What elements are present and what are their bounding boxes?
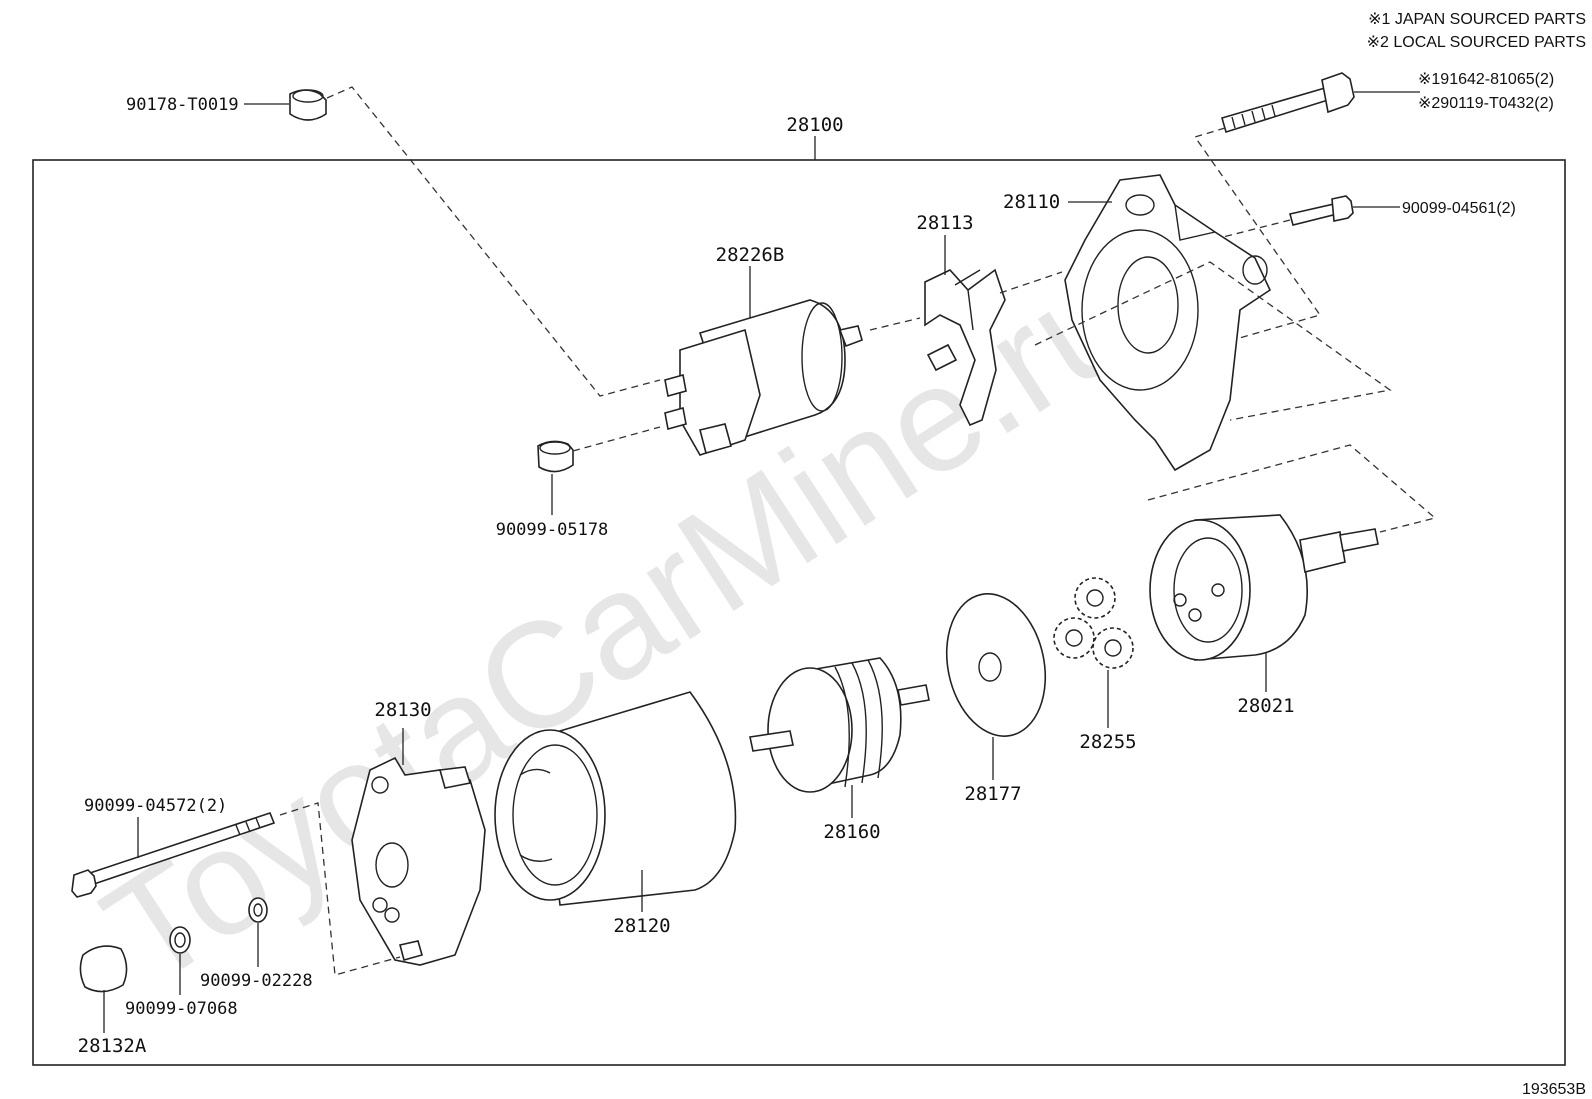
nut-90178-T0019[interactable] [289,89,327,121]
dash-clutch [1147,444,1437,533]
small-bolt-90099-04561[interactable] [1289,195,1354,226]
planetary-gears-28255[interactable] [1053,577,1134,669]
label-28132A[interactable]: 28132A [78,1035,147,1057]
label-28021[interactable]: 28021 [1237,695,1294,717]
assembly-frame [32,159,1566,1066]
label-28113[interactable]: 28113 [916,212,973,234]
label-90099-04561[interactable]: 90099-04561(2) [1402,200,1516,217]
note-japan-sourced: ※1 JAPAN SOURCED PARTS [1368,11,1586,28]
label-28226B[interactable]: 28226B [716,244,785,266]
label-28255[interactable]: 28255 [1079,731,1136,753]
label-28177[interactable]: 28177 [964,783,1021,805]
label-bolt-local[interactable]: ※290119-T0432(2) [1418,95,1554,112]
diagram-code: 193653B [1522,1081,1586,1098]
assembly-number[interactable]: 28100 [786,114,843,136]
solenoid-28226B[interactable] [664,299,863,456]
ring-90099-07068[interactable] [169,926,191,954]
label-90178-T0019[interactable]: 90178-T0019 [126,95,239,115]
nut-90099-05178[interactable] [537,440,574,473]
label-28160[interactable]: 28160 [823,821,880,843]
dash-nut-05178 [572,426,661,452]
dash-housing [1034,261,1392,421]
end-cap-28132A[interactable] [79,945,128,993]
label-90099-05178[interactable]: 90099-05178 [496,520,609,540]
drive-housing-28110[interactable] [1064,174,1272,472]
drive-lever-28113[interactable] [924,268,1006,427]
label-90099-02228[interactable]: 90099-02228 [200,971,313,991]
through-bolt-90099-04572[interactable] [71,812,276,898]
label-bolt-japan[interactable]: ※191642-81065(2) [1418,71,1554,88]
armature-28160[interactable] [749,657,930,793]
end-frame-28130[interactable] [351,756,486,966]
dash-end-frame [279,802,401,976]
label-28130[interactable]: 28130 [374,699,431,721]
washer-disk-28177[interactable] [934,585,1058,746]
label-28120[interactable]: 28120 [613,915,670,937]
washer-90099-02228[interactable] [248,897,268,923]
label-28110[interactable]: 28110 [1003,191,1060,213]
note-local-sourced: ※2 LOCAL SOURCED PARTS [1367,34,1586,51]
dash-lever [869,271,1063,331]
dash-nut-to-solenoid [326,86,661,397]
dash-long-bolt [1193,127,1322,346]
starter-clutch-28021[interactable] [1149,514,1379,661]
yoke-28120[interactable] [494,691,737,906]
label-90099-07068[interactable]: 90099-07068 [125,999,238,1019]
label-90099-04572[interactable]: 90099-04572(2) [84,796,227,816]
long-bolt-91642[interactable] [1221,72,1355,134]
dash-small-bolt [1179,219,1291,249]
